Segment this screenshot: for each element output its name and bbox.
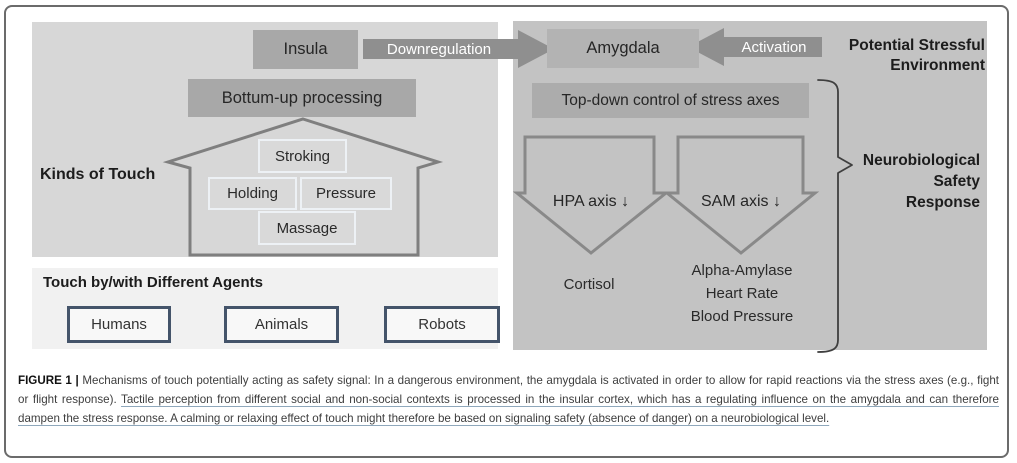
house-arrow-shape (162, 117, 444, 257)
grouping-brace (817, 79, 853, 353)
touch-kind-pressure: Pressure (300, 177, 392, 210)
touch-kind-holding: Holding (208, 177, 297, 210)
sam-axis-arrow (662, 135, 820, 255)
bottom-up-processing-node: Bottum-up processing (188, 79, 416, 117)
agents-title: Touch by/with Different Agents (43, 274, 263, 291)
downregulation-arrow-label: Downregulation (387, 41, 491, 58)
amygdala-node: Amygdala (547, 29, 699, 68)
touch-kind-massage: Massage (258, 211, 356, 245)
cortisol-label: Cortisol (563, 276, 615, 293)
agent-humans: Humans (67, 306, 171, 343)
downregulation-arrow: Downregulation (363, 30, 554, 68)
figure-caption-label: FIGURE 1 (18, 374, 72, 387)
potential-stressful-environment-label: Potential Stressful Environment (848, 37, 985, 74)
insula-label: Insula (283, 40, 328, 58)
figure-caption: FIGURE 1 | Mechanisms of touch potential… (18, 371, 999, 428)
amygdala-label: Amygdala (586, 39, 660, 57)
top-down-control-node: Top-down control of stress axes (532, 83, 809, 118)
agent-robots: Robots (384, 306, 500, 343)
kinds-of-touch-label: Kinds of Touch (40, 166, 156, 183)
top-down-control-label: Top-down control of stress axes (561, 91, 780, 109)
figure-caption-text: Mechanisms of touch potentially acting a… (18, 374, 1000, 406)
hpa-axis-label: HPA axis ↓ (553, 193, 629, 210)
activation-arrow-label: Activation (741, 39, 806, 56)
insula-node: Insula (253, 30, 358, 69)
stress-axes-arrows: HPA axis ↓ SAM axis ↓ (513, 135, 820, 255)
sam-axis-label: SAM axis ↓ (701, 193, 781, 210)
figure-caption-separator: | (71, 374, 83, 387)
hpa-axis-arrow (513, 135, 671, 255)
neurobiological-safety-response-label: Neurobiological Safety Response (862, 152, 980, 211)
bottom-up-processing-label: Bottum-up processing (221, 88, 383, 107)
sam-outputs-label: Alpha-Amylase Heart Rate Blood Pressure (690, 262, 794, 325)
agent-animals: Animals (224, 306, 339, 343)
activation-arrow: Activation (688, 28, 822, 66)
figure-caption-underlined-text: Tactile perception from different social… (18, 393, 999, 425)
stress-response-panel (513, 21, 987, 350)
touch-kind-stroking: Stroking (258, 139, 347, 173)
